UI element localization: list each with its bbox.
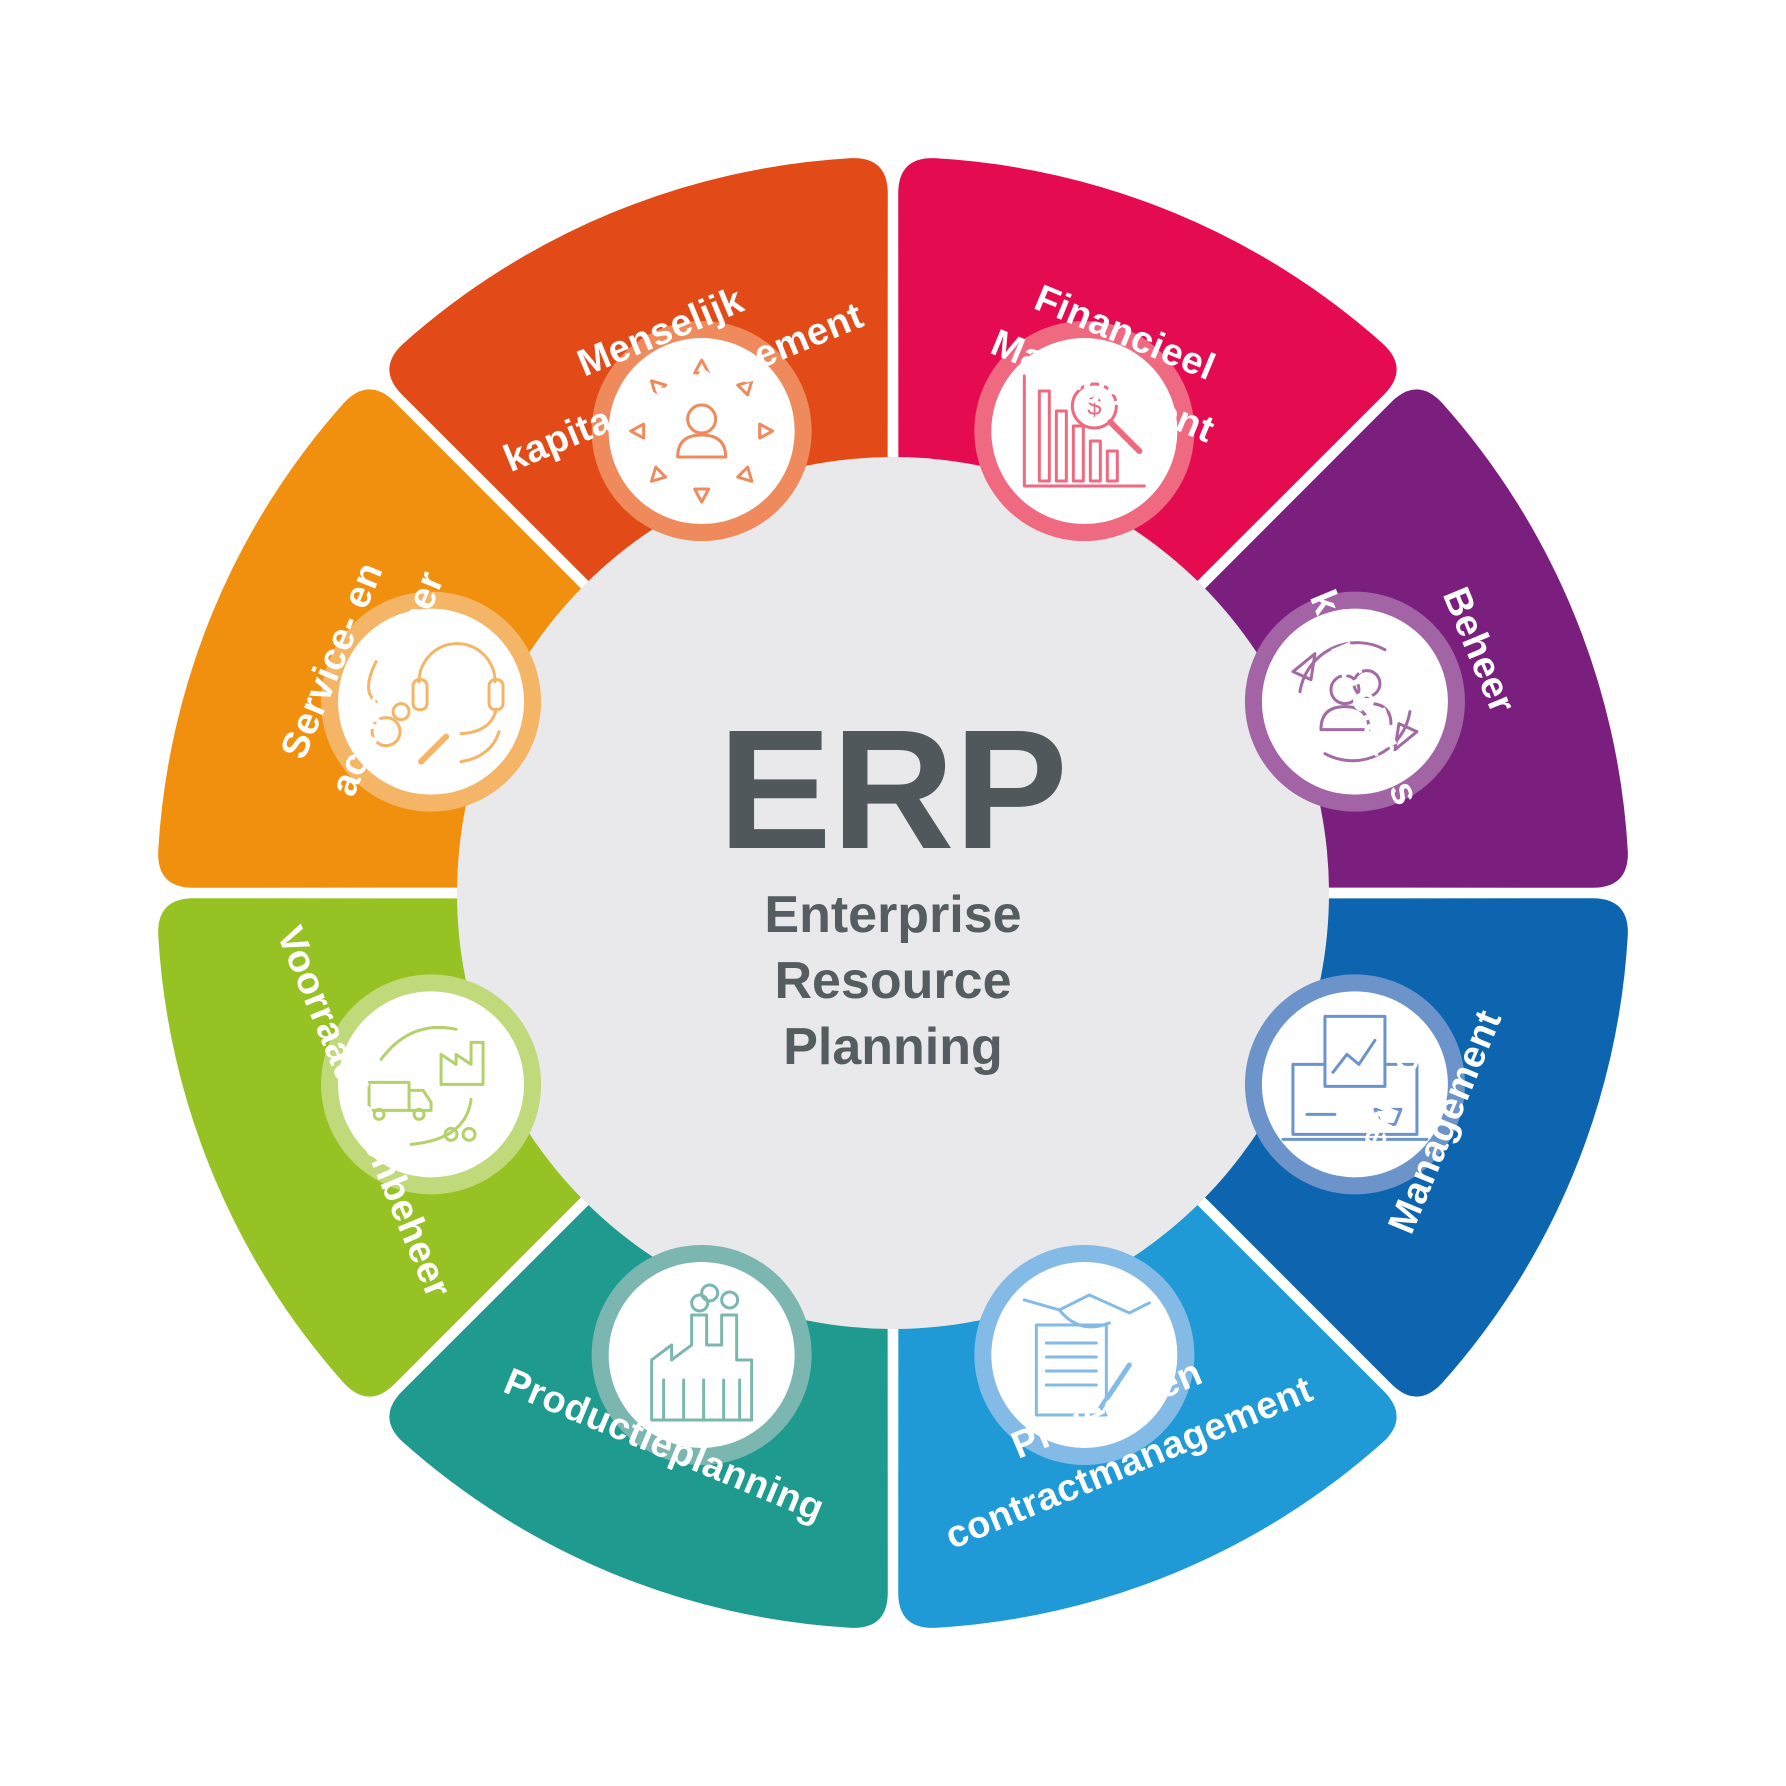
icon-disc [608, 1261, 795, 1448]
financial-chart-icon: $ [974, 321, 1195, 542]
contract-handshake-icon [974, 1244, 1195, 1465]
erp-title: ERP [718, 695, 1068, 885]
factory-icon [591, 1244, 812, 1465]
subtitle-line-1: Enterprise [764, 886, 1021, 944]
people-network-icon [591, 321, 812, 542]
icons: $ [321, 321, 1465, 1465]
headset-service-icon [321, 591, 542, 812]
customer-cycle-icon [1244, 591, 1465, 812]
icon-disc [1261, 608, 1448, 795]
center-text: ERP Enterprise Resource Planning [718, 695, 1068, 1076]
subtitle-line-3: Planning [783, 1018, 1003, 1076]
supply-chain-icon [321, 974, 542, 1195]
svg-text:$: $ [1087, 391, 1102, 421]
subtitle-line-2: Resource [775, 952, 1012, 1010]
icon-disc [338, 608, 525, 795]
icon-disc [338, 991, 525, 1178]
sales-laptop-icon [1244, 974, 1465, 1195]
icon-disc [608, 338, 795, 525]
center-disc [457, 457, 1329, 1329]
